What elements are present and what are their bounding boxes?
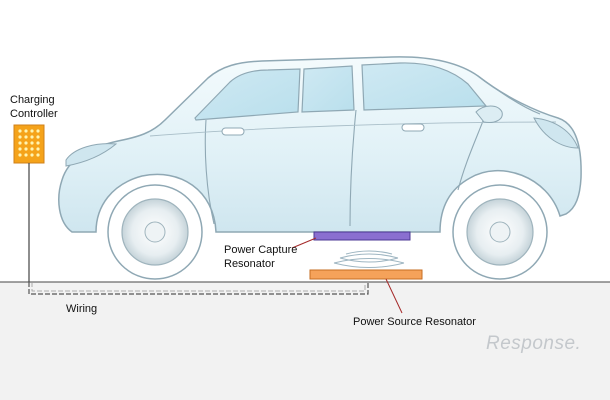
front-door-handle <box>401 123 425 132</box>
capture-label-line1: Power Capture <box>224 244 298 256</box>
controller-label-line1: Charging <box>10 94 55 106</box>
rear-door-handle <box>221 127 245 136</box>
rear-window <box>194 68 301 121</box>
rear-light <box>65 143 118 167</box>
windshield-edge <box>477 75 541 115</box>
underground-wiring-inner <box>31 282 366 292</box>
response-watermark: Response. <box>486 333 582 354</box>
front-wheel <box>452 184 548 280</box>
power-capture-label: Power Capture Resonator <box>224 243 314 271</box>
power-capture-resonator <box>313 231 411 241</box>
power-source-resonator <box>309 269 423 280</box>
charging-controller <box>13 124 45 164</box>
rear-wheel <box>107 184 203 280</box>
side-mirror <box>475 105 503 123</box>
rear-door-line <box>204 119 215 225</box>
power-source-label: Power Source Resonator <box>353 316 476 328</box>
charging-controller-label: Charging Controller <box>10 93 80 121</box>
middle-window <box>301 65 355 113</box>
source-leader-line <box>385 278 403 314</box>
energy-waves <box>333 250 405 268</box>
center-door-line <box>349 109 357 227</box>
underground-wiring <box>28 282 369 295</box>
front-window <box>361 62 488 111</box>
ground-area <box>0 282 610 400</box>
capture-leader-line <box>291 237 317 249</box>
wiring-label: Wiring <box>66 303 98 315</box>
headlight <box>533 117 579 149</box>
controller-label-line2: Controller <box>10 108 58 120</box>
capture-label-line2: Resonator <box>224 258 275 270</box>
